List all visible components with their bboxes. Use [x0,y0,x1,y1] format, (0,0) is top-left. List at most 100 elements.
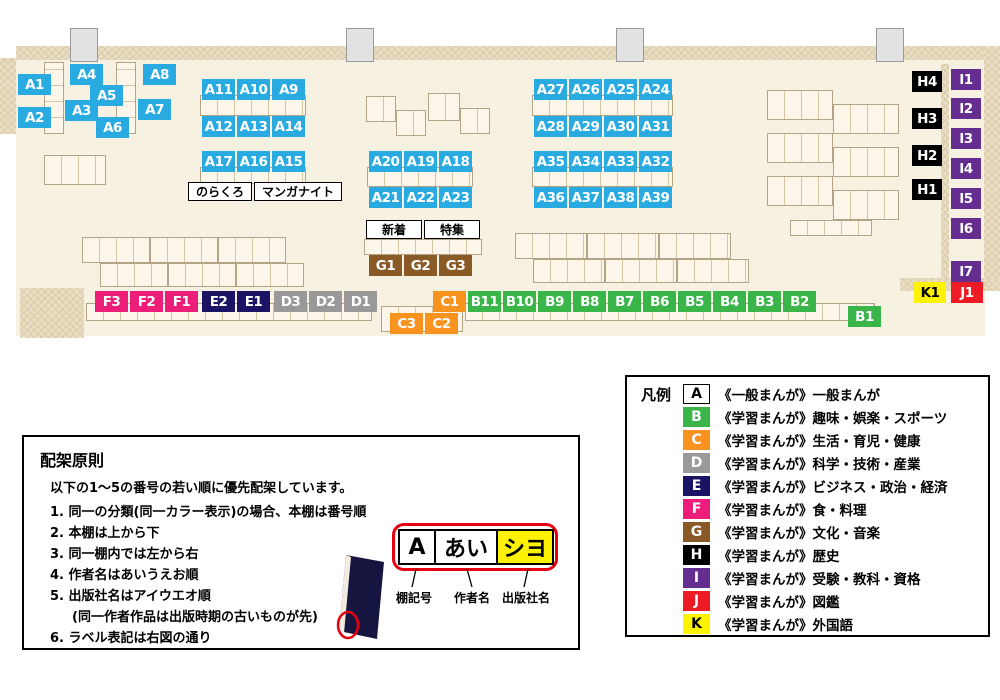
pillar [616,28,644,62]
shelf-label-a33: A33 [604,151,637,172]
legend-row-e: E《学習まんが》ビジネス・政治・経済 [683,476,948,496]
shelf-label-a11: A11 [202,79,235,100]
shelf-label-e1: E1 [237,291,270,312]
shelf-label-a20: A20 [369,151,402,172]
shelf-block [659,233,731,259]
legend-label: 《学習まんが》文化・音楽 [718,526,880,542]
shelf-block [833,147,899,177]
shelf-label-h4: H4 [912,71,942,92]
legend-chip-c: C [683,430,710,450]
shelf-block [168,263,236,287]
book-spine-illustration [336,555,384,640]
shelf-label-a9: A9 [272,79,305,100]
principles-intro: 以下の1〜5の番号の若い順に優先配架しています。 [50,481,353,496]
legend-chip-i: I [683,568,710,588]
legend-row-k: K《学習まんが》外国語 [683,614,948,634]
shelf-block [367,167,473,187]
shelf-block [767,176,833,206]
shelf-label-g3: G3 [439,255,472,276]
shelf-label-f2: F2 [130,291,163,312]
shelf-label-b6: B6 [643,291,676,312]
shelf-label-i5: I5 [951,188,981,209]
shelf-block [515,233,587,259]
shelf-label-a30: A30 [604,116,637,137]
legend-chip-k: K [683,614,710,634]
shelf-block [82,237,150,263]
shelf-block [532,167,673,187]
shelf-label-h3: H3 [912,108,942,129]
shelf-block [218,237,286,263]
shelf-label-i2: I2 [951,98,981,119]
diagram-pointer-label-1: 作者名 [454,591,491,605]
wall-segment [20,288,84,338]
principles-item: (同一作者作品は出版時期の古いものが先) [72,610,318,625]
shelf-label-a31: A31 [639,116,672,137]
shelf-label-a25: A25 [604,79,637,100]
shelf-label-a18: A18 [439,151,472,172]
shelf-label-a34: A34 [569,151,602,172]
shelf-label-a39: A39 [639,187,672,208]
legend-title: 凡例 [641,386,672,404]
shelf-label-b3: B3 [748,291,781,312]
shelf-label-a23: A23 [439,187,472,208]
legend-row-i: I 《学習まんが》受験・教科・資格 [683,568,948,588]
shelf-label-f1: F1 [165,291,198,312]
principles-item: 3. 同一棚内では左から右 [50,547,199,562]
legend-chip-g: G [683,522,710,542]
shelf-block [236,263,304,287]
legend-row-f: F《学習まんが》食・料理 [683,499,948,519]
legend-chip-a: A [683,384,710,404]
shelf-label-b2: B2 [783,291,816,312]
legend-label: 《一般まんが》一般まんが [718,388,880,404]
shelf-block [100,263,168,287]
shelf-label-d2: D2 [309,291,342,312]
shelf-label-a29: A29 [569,116,602,137]
legend-row-j: J《学習まんが》図鑑 [683,591,948,611]
shelf-block [533,259,605,283]
shelf-label-a4: A4 [70,64,103,85]
wall-segment [984,46,1000,288]
shelf-label-b1: B1 [848,306,881,327]
principles-item: 2. 本棚は上から下 [50,526,160,541]
shelf-label-i4: I4 [951,158,981,179]
shelf-label-a27: A27 [534,79,567,100]
shelf-label-a8: A8 [143,64,176,85]
shelf-block [366,96,396,122]
legend-label: 《学習まんが》図鑑 [718,595,840,611]
shelf-label-b9: B9 [538,291,571,312]
shelf-label-a7: A7 [138,99,171,120]
map-text-norakuro: のらくろ [188,182,252,201]
shelf-block [364,239,482,255]
shelf-block [532,95,673,116]
shelf-label-a21: A21 [369,187,402,208]
wall-segment [0,58,16,134]
shelf-label-h1: H1 [912,179,942,200]
shelf-label-a6: A6 [96,117,129,138]
shelf-label-a5: A5 [90,85,123,106]
shelf-label-i3: I3 [951,128,981,149]
legend-row-g: G 《学習まんが》文化・音楽 [683,522,948,542]
pillar [876,28,904,62]
shelf-label-a3: A3 [65,100,98,121]
legend-label: 《学習まんが》受験・教科・資格 [718,572,921,588]
diagram-pointer-label-2: 出版社名 [502,591,551,605]
legend-label: 《学習まんが》ビジネス・政治・経済 [718,480,948,496]
shelf-label-b5: B5 [678,291,711,312]
shelf-label-a16: A16 [237,151,270,172]
shelf-block [767,133,833,163]
shelf-label-j1: J1 [951,282,983,303]
wall-segment [16,46,986,60]
shelf-block [396,110,426,136]
shelf-label-a24: A24 [639,79,672,100]
principles-title: 配架原則 [40,451,105,470]
legend-chip-f: F [683,499,710,519]
pillar [70,28,98,62]
shelf-block [833,104,899,134]
shelf-label-a38: A38 [604,187,637,208]
legend-row-d: D《学習まんが》科学・技術・産業 [683,453,948,473]
shelf-label-a14: A14 [272,116,305,137]
shelf-label-c2: C2 [425,313,458,334]
